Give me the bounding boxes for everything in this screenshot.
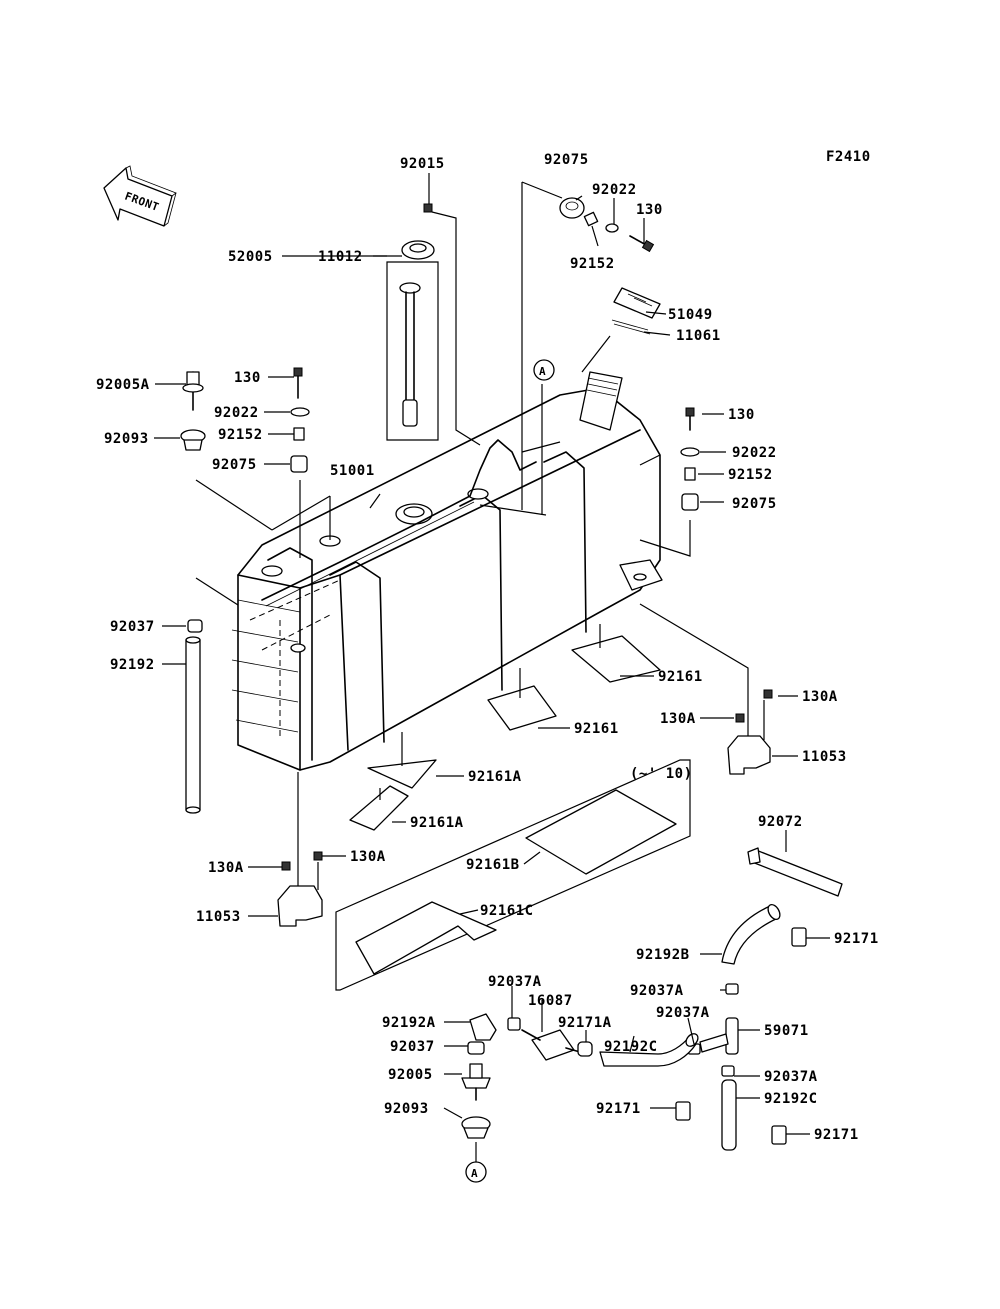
- fuel-gauge-sender: [386, 240, 439, 441]
- ref-marker-top: A: [533, 359, 555, 381]
- label-92152-right: 92152: [728, 467, 773, 483]
- label-130A-l2: 130A: [350, 849, 386, 865]
- label-92005: 92005: [388, 1067, 433, 1083]
- label-92015: 92015: [400, 156, 445, 172]
- label-92037A-4: 92037A: [764, 1069, 818, 1085]
- label-92171-2: 92171: [596, 1101, 641, 1117]
- label-11053-left: 11053: [196, 909, 241, 925]
- label-92161-r2: 92161: [574, 721, 619, 737]
- label-51001: 51001: [330, 463, 375, 479]
- label-92037A-1: 92037A: [488, 974, 542, 990]
- left-drain-hose: [185, 577, 239, 814]
- tank-pads: [349, 624, 661, 831]
- label-11061: 11061: [676, 328, 721, 344]
- cable-strap-92072: [747, 847, 843, 897]
- right-tank-bracket: [639, 603, 773, 775]
- label-92037-left: 92037: [110, 619, 155, 635]
- filler-cap-gasket: [581, 287, 661, 373]
- top-damper-set: [479, 181, 655, 516]
- label-92075-top: 92075: [544, 152, 589, 168]
- ref-marker-bottom: A: [465, 1161, 487, 1183]
- front-direction-arrow: FRONT: [103, 165, 177, 227]
- label-92192C-2: 92192C: [764, 1091, 818, 1107]
- label-92022-top: 92022: [592, 182, 637, 198]
- svg-text:A: A: [471, 1167, 478, 1180]
- variant-note: (~' 10): [630, 766, 693, 782]
- label-92192A: 92192A: [382, 1015, 436, 1031]
- part-labels: 92015 92075 92022 130 92152 52005 11012 …: [96, 152, 879, 1143]
- label-130-right: 130: [728, 407, 755, 423]
- label-92075-right: 92075: [732, 496, 777, 512]
- fuel-line-assembly: [461, 903, 807, 1162]
- label-92192B: 92192B: [636, 947, 690, 963]
- label-92093-left: 92093: [104, 431, 149, 447]
- label-92171-1: 92171: [834, 931, 879, 947]
- label-16087: 16087: [528, 993, 573, 1009]
- variant-box: (~' 10): [335, 759, 693, 991]
- label-92161A-2: 92161A: [410, 815, 464, 831]
- right-damper-set: [639, 407, 700, 557]
- label-92171A: 92171A: [558, 1015, 612, 1031]
- label-92161-r1: 92161: [658, 669, 703, 685]
- label-92152-left: 92152: [218, 427, 263, 443]
- label-92161C: 92161C: [480, 903, 534, 919]
- label-92152-top: 92152: [570, 256, 615, 272]
- label-92161A-1: 92161A: [468, 769, 522, 785]
- label-92037-bottom: 92037: [390, 1039, 435, 1055]
- label-92022-right: 92022: [732, 445, 777, 461]
- label-59071: 59071: [764, 1023, 809, 1039]
- label-92161B: 92161B: [466, 857, 520, 873]
- label-92037A-2: 92037A: [630, 983, 684, 999]
- label-51049: 51049: [668, 307, 713, 323]
- label-92022-left: 92022: [214, 405, 259, 421]
- label-11053-right: 11053: [802, 749, 847, 765]
- fuel-tank-51001: [231, 371, 663, 771]
- label-130A-l1: 130A: [208, 860, 244, 876]
- leader-lines: [154, 173, 830, 1135]
- svg-text:A: A: [539, 365, 546, 378]
- label-92093-bottom: 92093: [384, 1101, 429, 1117]
- label-130A-r1: 130A: [802, 689, 838, 705]
- left-tank-bracket: [277, 772, 323, 927]
- label-92075-left: 92075: [212, 457, 257, 473]
- label-11012: 11012: [318, 249, 363, 265]
- left-damper-set: [180, 367, 331, 558]
- label-92192C-1: 92192C: [604, 1039, 658, 1055]
- label-52005: 52005: [228, 249, 273, 265]
- label-92037A-3: 92037A: [656, 1005, 710, 1021]
- label-130-top: 130: [636, 202, 663, 218]
- label-130-left: 130: [234, 370, 261, 386]
- label-92171-3: 92171: [814, 1127, 859, 1143]
- label-92005A: 92005A: [96, 377, 150, 393]
- figure-code: F2410: [826, 149, 871, 165]
- clip-92015: [423, 203, 481, 446]
- label-92072: 92072: [758, 814, 803, 830]
- label-92192-left: 92192: [110, 657, 155, 673]
- label-130A-r2: 130A: [660, 711, 696, 727]
